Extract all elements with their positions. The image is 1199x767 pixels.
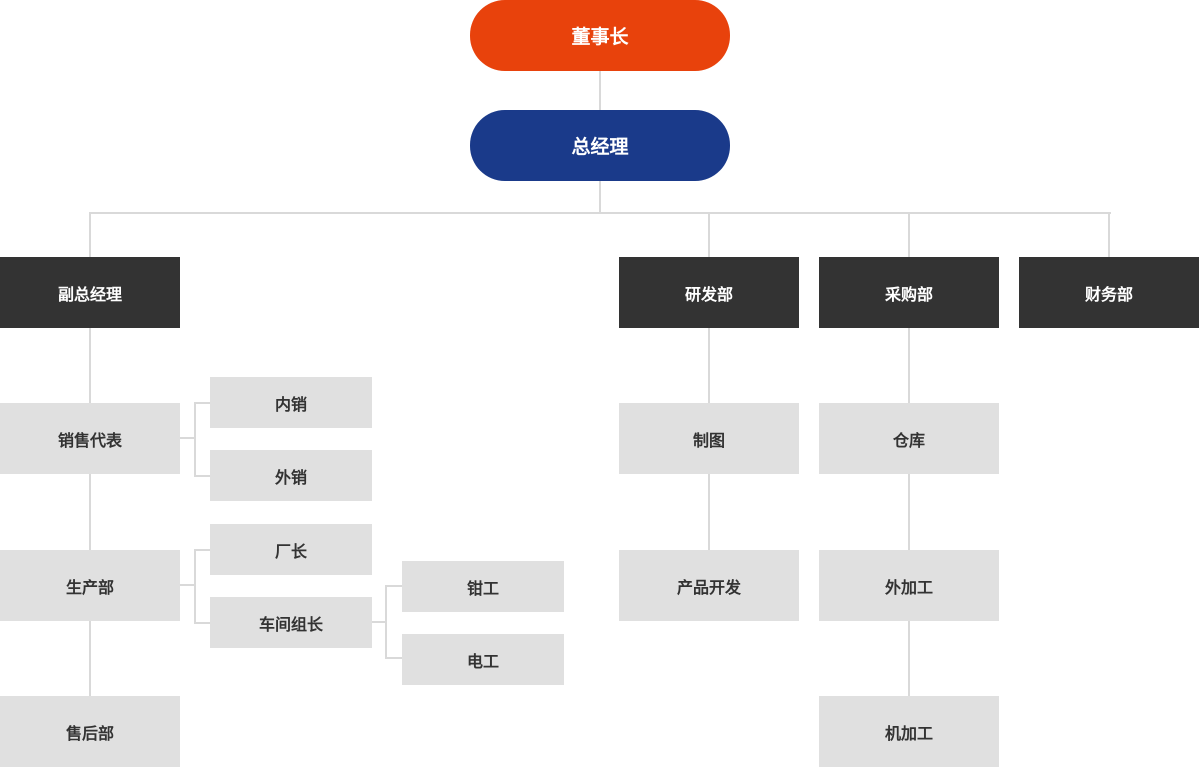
connector-to-workshop (194, 622, 210, 624)
connector-sales-bracket (194, 402, 196, 477)
finance-department-node: 财务部 (1019, 257, 1199, 328)
connector-bus-purchasing (908, 212, 910, 257)
purchasing-department-node: 采购部 (819, 257, 999, 328)
foreign-sales-node: 外销 (210, 450, 372, 501)
chairman-node: 董事长 (470, 0, 730, 71)
domestic-sales-node: 内销 (210, 377, 372, 428)
connector-dept-bus (89, 212, 1111, 214)
connector-to-fitter (385, 585, 402, 587)
connector-gm-trunk (599, 181, 601, 214)
connector-to-factory (194, 549, 210, 551)
connector-purchasing-column (908, 328, 910, 696)
connector-sales-branch (180, 437, 195, 439)
production-department-node: 生产部 (0, 550, 180, 621)
connector-bus-rd (708, 212, 710, 257)
warehouse-node: 仓库 (819, 403, 999, 474)
connector-chairman-gm (599, 71, 601, 110)
rd-department-node: 研发部 (619, 257, 799, 328)
product-development-node: 产品开发 (619, 550, 799, 621)
workshop-leader-node: 车间组长 (210, 597, 372, 648)
sales-rep-node: 销售代表 (0, 403, 180, 474)
connector-bus-finance (1108, 212, 1110, 257)
connector-to-domestic (194, 402, 210, 404)
general-manager-node: 总经理 (470, 110, 730, 181)
connector-bus-vgm (89, 212, 91, 257)
connector-production-branch (180, 584, 195, 586)
connector-workshop-branch (372, 621, 387, 623)
vice-general-manager-node: 副总经理 (0, 257, 180, 328)
fitter-node: 钳工 (402, 561, 564, 612)
drafting-node: 制图 (619, 403, 799, 474)
machining-node: 机加工 (819, 696, 999, 767)
connector-production-bracket (194, 549, 196, 624)
connector-vgm-column (89, 328, 91, 696)
connector-to-electrician (385, 657, 402, 659)
electrician-node: 电工 (402, 634, 564, 685)
connector-to-foreign (194, 475, 210, 477)
connector-workshop-bracket (385, 585, 387, 659)
factory-director-node: 厂长 (210, 524, 372, 575)
outsourced-processing-node: 外加工 (819, 550, 999, 621)
after-sales-department-node: 售后部 (0, 696, 180, 767)
